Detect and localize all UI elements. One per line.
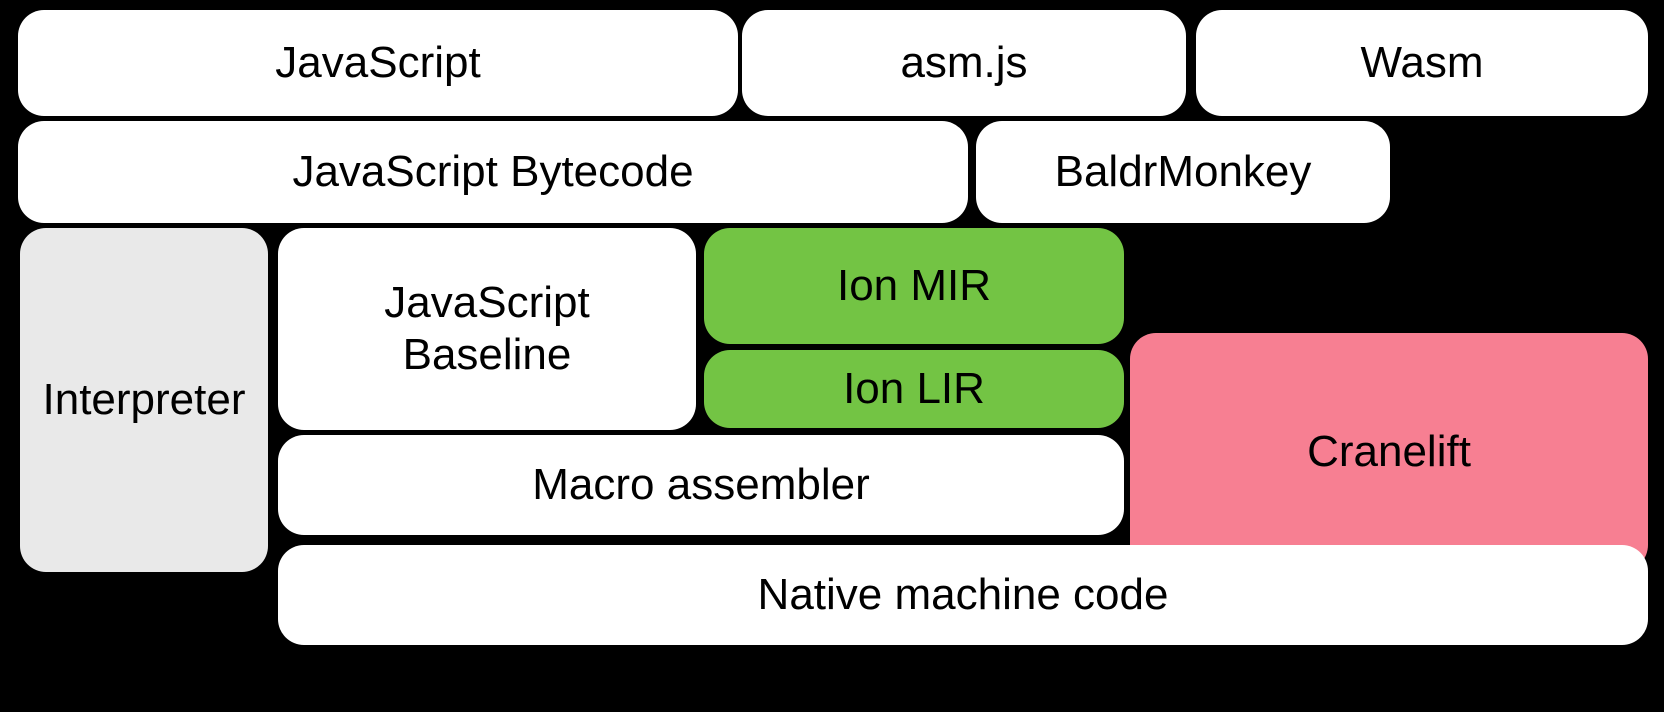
node-cranelift[interactable]: Cranelift xyxy=(1130,333,1648,571)
node-native-machine-code[interactable]: Native machine code xyxy=(278,545,1648,645)
node-javascript[interactable]: JavaScript xyxy=(18,10,738,116)
node-ion-mir[interactable]: Ion MIR xyxy=(704,228,1124,344)
node-macro-assembler[interactable]: Macro assembler xyxy=(278,435,1124,535)
node-ion-lir[interactable]: Ion LIR xyxy=(704,350,1124,428)
node-wasm[interactable]: Wasm xyxy=(1196,10,1648,116)
node-asm-js[interactable]: asm.js xyxy=(742,10,1186,116)
node-baldrmonkey[interactable]: BaldrMonkey xyxy=(976,121,1390,223)
node-interpreter[interactable]: Interpreter xyxy=(20,228,268,572)
node-javascript-bytecode[interactable]: JavaScript Bytecode xyxy=(18,121,968,223)
node-javascript-baseline[interactable]: JavaScript Baseline xyxy=(278,228,696,430)
